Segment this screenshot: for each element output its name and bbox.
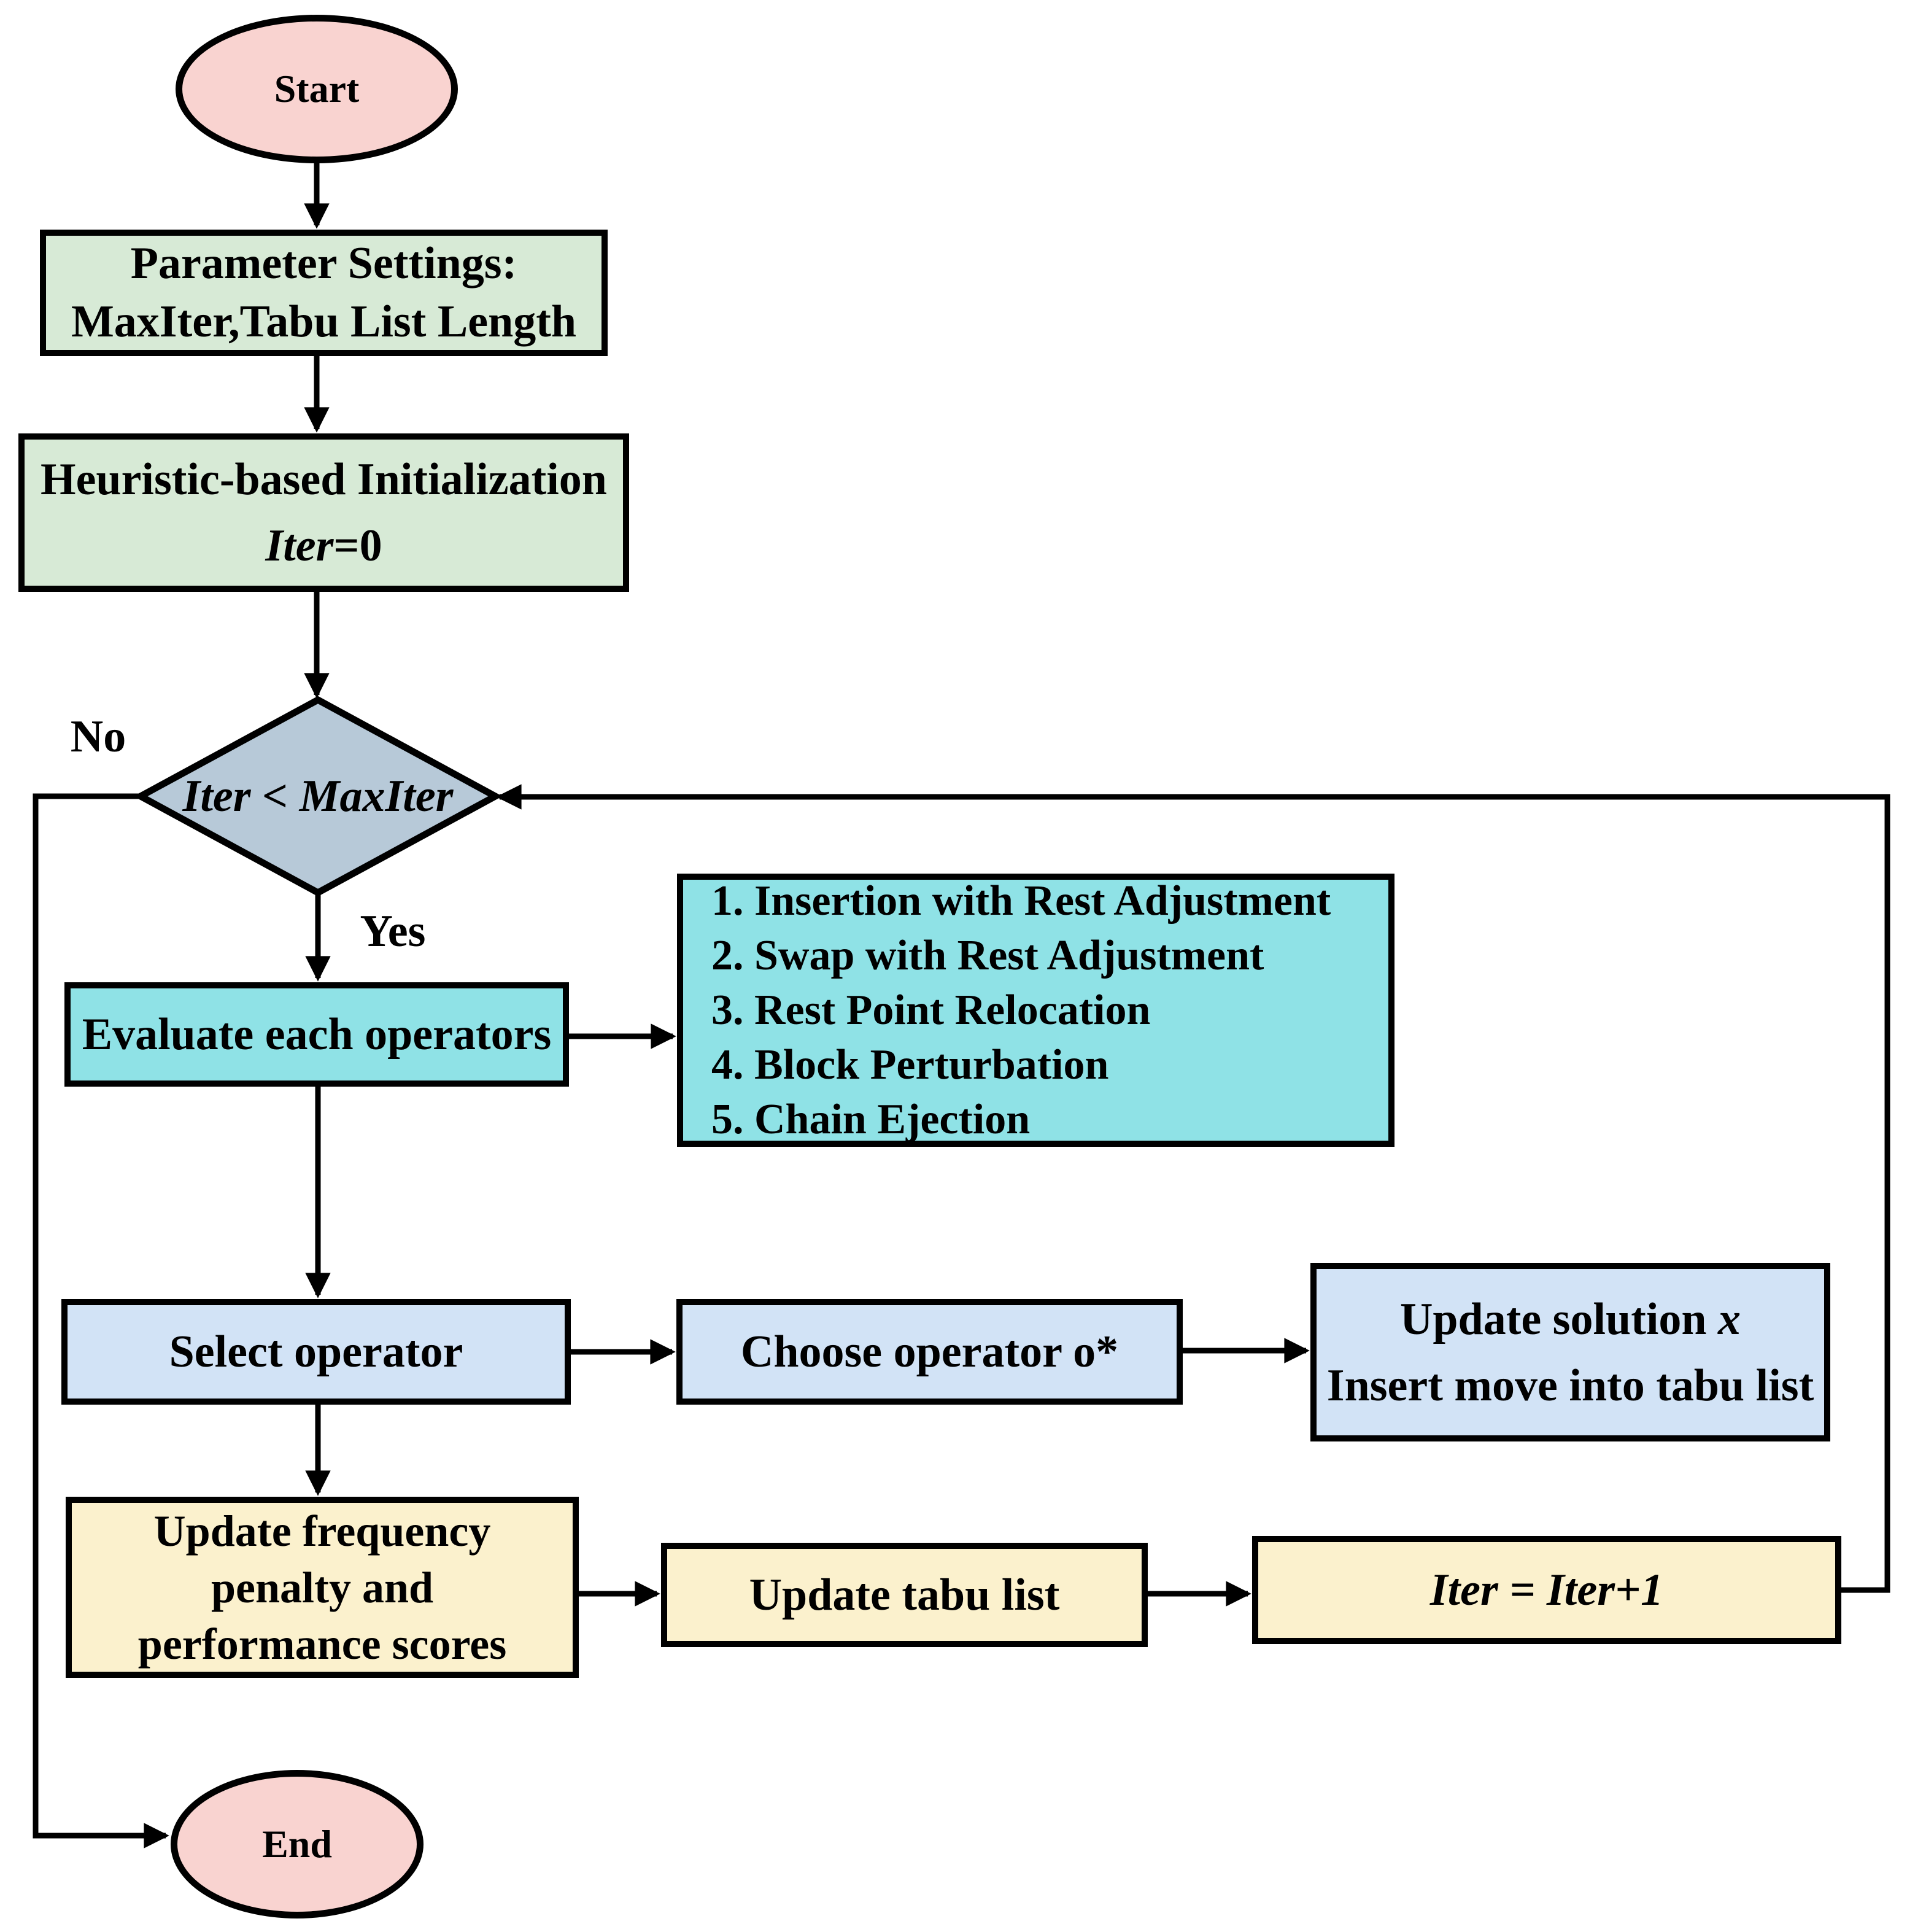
- parameter-settings-box: Parameter Settings: MaxIter,Tabu List Le…: [40, 230, 608, 356]
- iteration-increment-box: Iter = Iter+1: [1252, 1536, 1841, 1644]
- operator-item-5: 5. Chain Ejection: [711, 1096, 1031, 1143]
- update-tabu-list-box: Update tabu list: [661, 1543, 1148, 1647]
- update-solution-box: Update solution x Insert move into tabu …: [1310, 1263, 1830, 1441]
- start-label: Start: [274, 67, 360, 111]
- operator-item-3: 3. Rest Point Relocation: [711, 987, 1151, 1034]
- update-frequency-line2: penalty and: [211, 1562, 434, 1612]
- edge-decision-no-to-end: [33, 793, 169, 1849]
- update-solution-line2: Insert move into tabu list: [1326, 1360, 1814, 1411]
- end-label: End: [262, 1822, 332, 1866]
- initialization-line2: Iter=0: [265, 521, 382, 571]
- operator-item-2: 2. Swap with Rest Adjustment: [711, 932, 1264, 979]
- update-tabu-list-label: Update tabu list: [749, 1570, 1060, 1620]
- end-terminator: End: [171, 1770, 424, 1918]
- select-operator-box: Select operator: [61, 1299, 571, 1405]
- evaluate-operators-box: Evaluate each operators: [64, 982, 569, 1087]
- update-frequency-line1: Update frequency: [153, 1506, 491, 1556]
- choose-operator-label: Choose operator o*: [740, 1327, 1119, 1377]
- parameter-settings-line1: Parameter Settings:: [130, 238, 517, 289]
- operator-list-box: 1. Insertion with Rest Adjustment 2. Swa…: [677, 874, 1394, 1147]
- decision-condition: Iter < MaxIter: [182, 771, 454, 821]
- edge-iter-loopback-to-decision: [496, 784, 1890, 1593]
- initialization-box: Heuristic-based Initialization Iter=0: [18, 433, 629, 592]
- operator-item-4: 4. Block Perturbation: [711, 1041, 1109, 1088]
- branch-label-no: No: [70, 712, 126, 762]
- evaluate-operators-label: Evaluate each operators: [82, 1009, 552, 1060]
- choose-operator-box: Choose operator o*: [676, 1299, 1183, 1405]
- iteration-increment-label: Iter = Iter+1: [1429, 1565, 1664, 1615]
- parameter-settings-line2: MaxIter,Tabu List Length: [71, 297, 577, 347]
- branch-label-yes: Yes: [360, 906, 426, 956]
- operator-item-1: 1. Insertion with Rest Adjustment: [711, 877, 1331, 925]
- initialization-line1: Heuristic-based Initialization: [41, 454, 607, 505]
- update-frequency-line3: performance scores: [137, 1619, 507, 1669]
- start-terminator: Start: [176, 15, 458, 163]
- update-solution-line1: Update solution x: [1399, 1294, 1741, 1344]
- select-operator-label: Select operator: [169, 1327, 463, 1377]
- decision-diamond-shape: [133, 696, 503, 897]
- update-frequency-box: Update frequency penalty and performance…: [66, 1497, 579, 1678]
